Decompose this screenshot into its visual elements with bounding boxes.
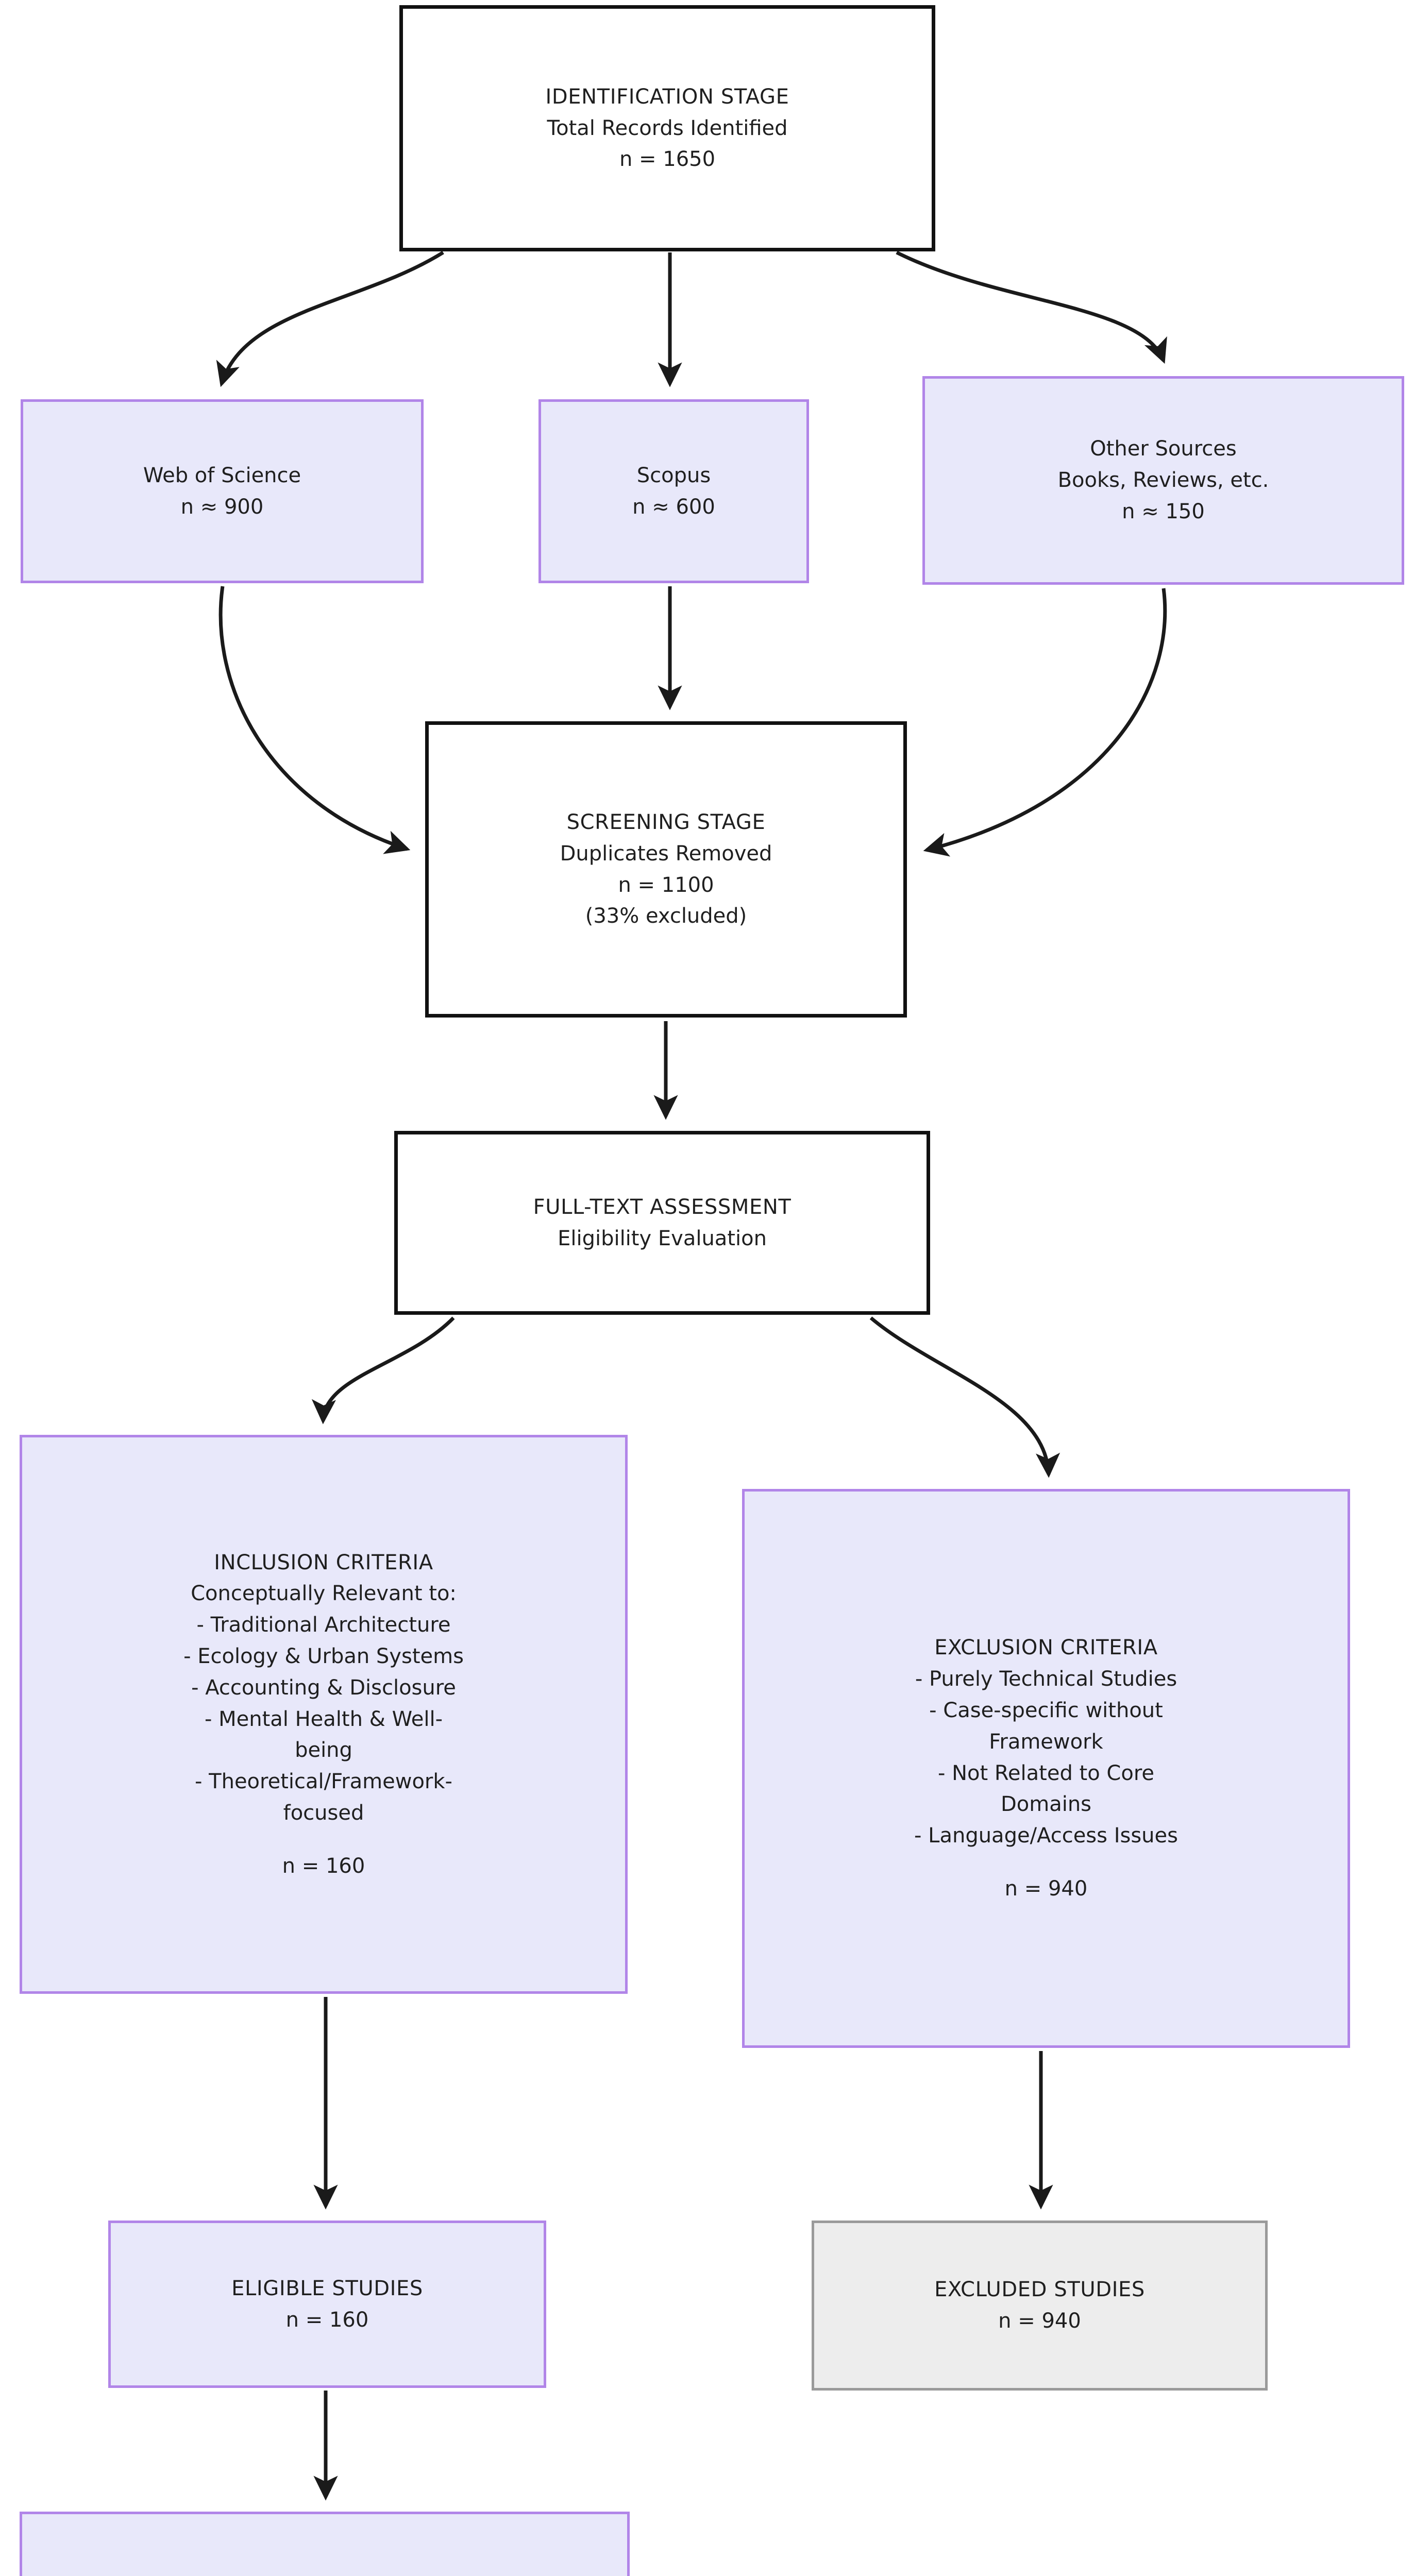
node-exclusion-line-0: EXCLUSION CRITERIA	[934, 1636, 1158, 1660]
edge-web-of-science-to-screening	[218, 586, 411, 854]
node-inclusion-line-3: - Ecology & Urban Systems	[183, 1644, 464, 1668]
node-included-in-synthesis[interactable]: INCLUDED IN SYNTHESIS Integrative Review…	[20, 2512, 630, 2576]
node-screening-line-3: (33% excluded)	[585, 904, 747, 928]
node-inclusion-line-4: - Accounting & Disclosure	[191, 1675, 456, 1700]
node-eligible-studies[interactable]: ELIGIBLE STUDIES n = 160	[108, 2221, 546, 2388]
node-web-of-science[interactable]: Web of Science n ≈ 900	[21, 399, 424, 583]
node-exclusion-line-1: - Purely Technical Studies	[915, 1667, 1177, 1691]
node-full-text-line-1: Eligibility Evaluation	[558, 1226, 767, 1250]
node-scopus[interactable]: Scopus n ≈ 600	[538, 399, 809, 583]
node-eligible-studies-line-1: n = 160	[285, 2308, 369, 2332]
node-exclusion-line-2: - Case-specific without	[929, 1698, 1163, 1722]
node-excluded-studies[interactable]: EXCLUDED STUDIES n = 940	[812, 2221, 1268, 2391]
node-web-of-science-line-1: n ≈ 900	[180, 495, 264, 519]
node-scopus-line-0: Scopus	[636, 463, 711, 487]
edge-identification-to-web-of-science	[216, 251, 444, 387]
edge-full-text-to-exclusion	[869, 1316, 1060, 1478]
node-excluded-studies-line-0: EXCLUDED STUDIES	[934, 2278, 1145, 2302]
node-exclusion-line-3: Framework	[989, 1730, 1103, 1754]
node-inclusion-line-10: n = 160	[282, 1854, 365, 1878]
node-other-sources-line-0: Other Sources	[1090, 437, 1237, 461]
node-full-text-assessment[interactable]: FULL-TEXT ASSESSMENT Eligibility Evaluat…	[394, 1131, 930, 1315]
edge-other-sources-to-screening	[923, 588, 1167, 857]
node-inclusion-line-5: - Mental Health & Well-	[204, 1707, 443, 1731]
node-other-sources[interactable]: Other Sources Books, Reviews, etc. n ≈ 1…	[922, 376, 1404, 585]
node-other-sources-line-1: Books, Reviews, etc.	[1057, 468, 1269, 493]
node-other-sources-line-2: n ≈ 150	[1122, 499, 1205, 523]
node-identification-line-1: Total Records Identified	[547, 116, 788, 140]
node-screening-line-2: n = 1100	[618, 873, 714, 897]
node-inclusion-line-7: - Theoretical/Framework-	[195, 1770, 452, 1794]
node-inclusion-line-6: being	[295, 1738, 352, 1762]
node-inclusion-line-0: INCLUSION CRITERIA	[214, 1550, 433, 1574]
node-exclusion-line-8: n = 940	[1004, 1876, 1088, 1901]
node-identification-stage[interactable]: IDENTIFICATION STAGE Total Records Ident…	[399, 5, 935, 251]
edge-identification-to-other-sources	[896, 250, 1167, 364]
node-excluded-studies-line-1: n = 940	[998, 2309, 1081, 2333]
node-screening-line-0: SCREENING STAGE	[566, 810, 766, 834]
node-exclusion-line-5: Domains	[1000, 1792, 1092, 1817]
node-identification-line-0: IDENTIFICATION STAGE	[545, 84, 789, 109]
node-screening-line-1: Duplicates Removed	[560, 841, 772, 866]
node-screening-stage[interactable]: SCREENING STAGE Duplicates Removed n = 1…	[425, 721, 907, 1018]
node-scopus-line-1: n ≈ 600	[632, 495, 715, 519]
edge-full-text-to-inclusion	[311, 1316, 455, 1425]
node-exclusion-line-6: - Language/Access Issues	[914, 1824, 1178, 1848]
node-eligible-studies-line-0: ELIGIBLE STUDIES	[231, 2276, 423, 2300]
node-inclusion-line-2: - Traditional Architecture	[196, 1613, 451, 1637]
node-full-text-line-0: FULL-TEXT ASSESSMENT	[533, 1195, 792, 1219]
node-exclusion-criteria[interactable]: EXCLUSION CRITERIA - Purely Technical St…	[742, 1489, 1350, 2048]
node-identification-line-2: n = 1650	[619, 147, 716, 172]
node-inclusion-line-1: Conceptually Relevant to:	[191, 1582, 457, 1606]
node-inclusion-criteria[interactable]: INCLUSION CRITERIA Conceptually Relevant…	[20, 1435, 628, 1994]
node-exclusion-line-4: - Not Related to Core	[937, 1761, 1155, 1785]
node-inclusion-line-8: focused	[283, 1801, 364, 1825]
node-web-of-science-line-0: Web of Science	[143, 463, 301, 487]
